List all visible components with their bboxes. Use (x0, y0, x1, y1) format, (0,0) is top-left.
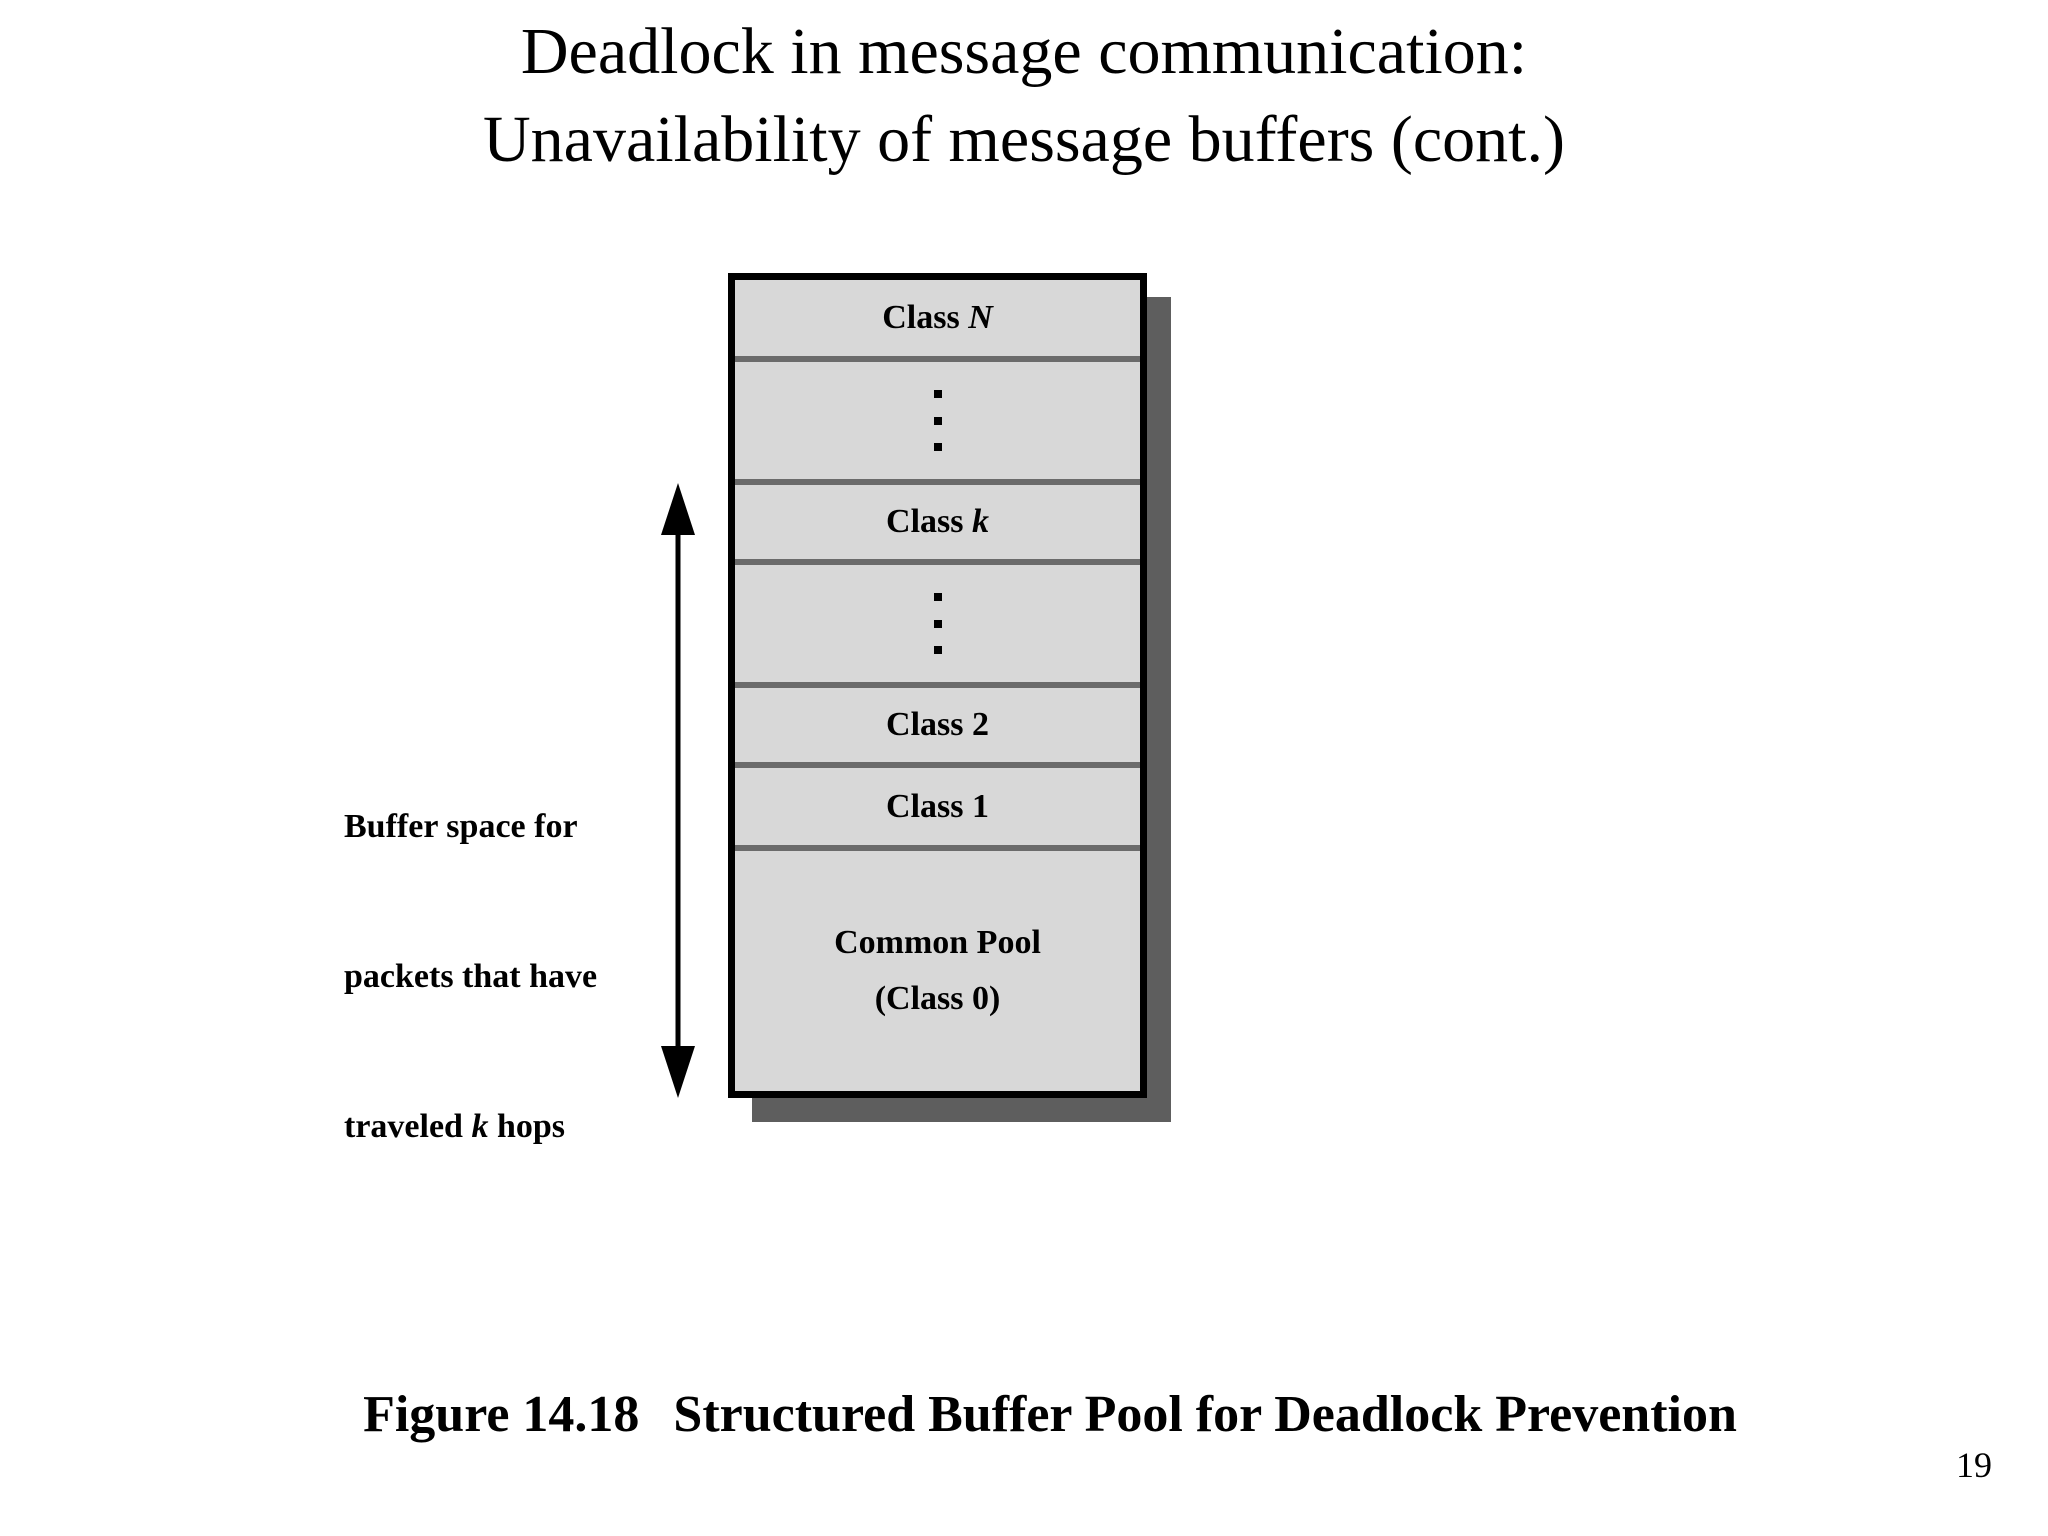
figure-caption-number: Figure 14.18 (363, 1386, 640, 1443)
ellipsis-dot (933, 416, 942, 425)
ellipsis-dot (933, 593, 942, 602)
page-title-line-1: Deadlock in message communication: (520, 15, 1528, 88)
class-n-label: Class N (882, 299, 993, 337)
pool-row-class-k: Class k (735, 479, 1140, 559)
common-pool-line-1: Common Pool (834, 924, 1041, 961)
figure-caption-text: Structured Buffer Pool for Deadlock Prev… (673, 1386, 1737, 1443)
class-k-prefix: Class (886, 503, 972, 540)
class-k-variable: k (971, 503, 989, 540)
class-1-label: Class 1 (886, 787, 989, 825)
buffer-space-side-label: Buffer space for packets that have trave… (344, 702, 597, 1252)
ellipsis-dot (933, 619, 942, 628)
page-title-line-2: Unavailability of message buffers (cont.… (483, 103, 1565, 176)
class-k-label: Class k (886, 503, 989, 541)
pool-row-class-2: Class 2 (735, 682, 1140, 762)
pool-row-class-n: Class N (735, 280, 1140, 356)
side-label-line-3-post: hops (488, 1108, 566, 1145)
ellipsis-dot (933, 645, 942, 654)
side-label-line-1: Buffer space for (344, 808, 578, 845)
page-number: 19 (1956, 1445, 1992, 1485)
figure-caption: Figure 14.18 Structured Buffer Pool for D… (0, 1322, 2048, 1508)
ellipsis-dot (933, 390, 942, 399)
page-title: Deadlock in message communication: Unava… (0, 8, 2048, 184)
side-label-line-3-pre: traveled (344, 1108, 472, 1145)
ellipsis-dot (933, 442, 942, 451)
class-n-prefix: Class (882, 299, 969, 336)
common-pool-label: Common Pool (Class 0) (834, 915, 1041, 1027)
side-label-line-3: traveled k hops (344, 1102, 597, 1152)
side-label-line-2: packets that have (344, 958, 598, 995)
side-label-line-3-variable: k (471, 1108, 489, 1145)
pool-row-class-1: Class 1 (735, 762, 1140, 845)
pool-row-ellipsis-1 (735, 356, 1140, 479)
pool-row-ellipsis-2 (735, 559, 1140, 682)
pool-row-common-pool: Common Pool (Class 0) (735, 845, 1140, 1091)
class-n-variable: N (968, 299, 993, 336)
double-headed-vertical-arrow-icon (661, 483, 695, 1098)
class-2-label: Class 2 (886, 706, 989, 743)
buffer-pool-box: Class N Class k Class 2 Class 1 (728, 273, 1147, 1098)
common-pool-line-2: (Class 0) (874, 980, 1001, 1017)
